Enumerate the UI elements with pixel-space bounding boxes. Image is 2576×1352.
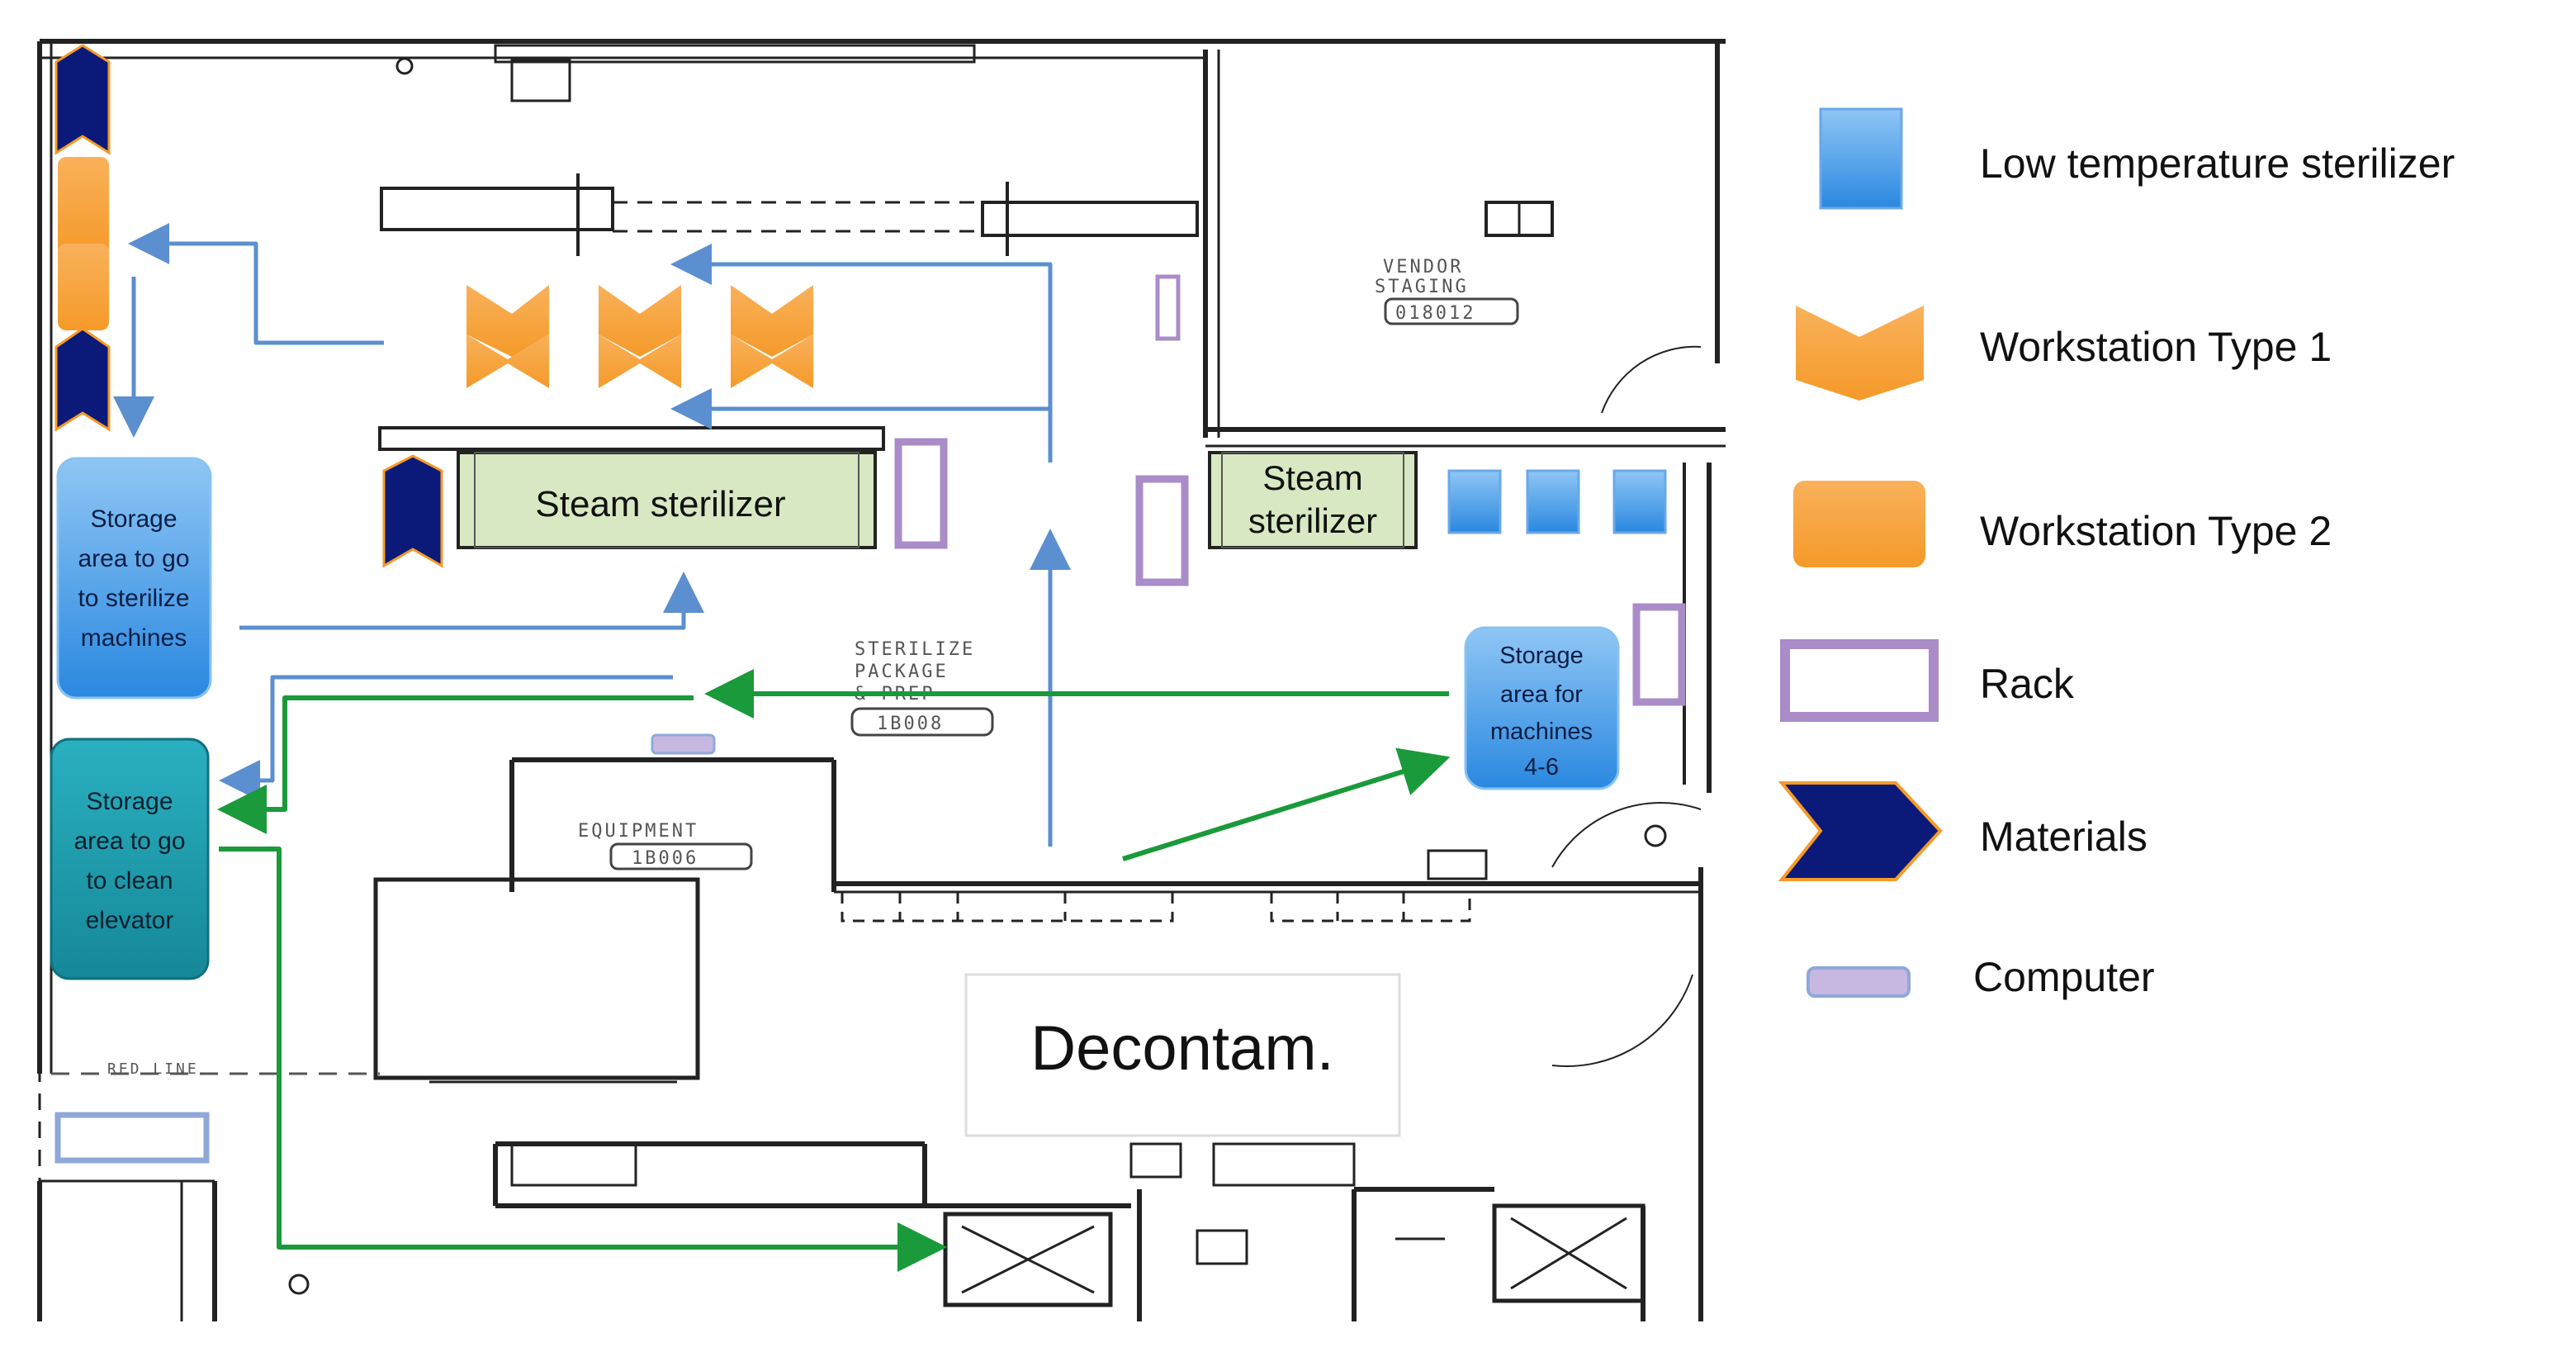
svg-text:area to go: area to go xyxy=(73,828,185,855)
svg-text:machines: machines xyxy=(81,624,187,652)
materials xyxy=(54,44,443,568)
legend-rack: Rack xyxy=(1780,639,2075,722)
legend-low-temp: Low temperature sterilizer xyxy=(1819,107,2455,210)
svg-text:Storage: Storage xyxy=(86,788,173,815)
red-line-label: RED LINE xyxy=(107,1060,199,1078)
svg-text:area to go: area to go xyxy=(78,545,189,572)
workstations-type-2 xyxy=(58,157,109,330)
svg-text:to clean: to clean xyxy=(86,867,173,894)
racks xyxy=(894,274,1686,706)
svg-text:Storage: Storage xyxy=(1499,643,1584,669)
storage-clean-box: Storage area to go to clean elevator xyxy=(50,738,210,980)
steam-sterilizer-2-label-2: sterilizer xyxy=(1248,501,1377,540)
steam-sterilizer-2-label-1: Steam xyxy=(1262,458,1362,497)
steam-sterilizer-1: Steam sterilizer xyxy=(457,451,877,549)
storage-sterilize-box: Storage area to go to sterilize machines xyxy=(56,457,212,700)
svg-text:Workstation Type 2: Workstation Type 2 xyxy=(1980,508,2332,554)
low-temp-sterilizers xyxy=(1447,469,1667,534)
decontam-area: Decontam. xyxy=(964,973,1401,1137)
computers xyxy=(54,733,716,1164)
building-walls xyxy=(37,39,1726,1321)
legend-computer: Computer xyxy=(1807,954,2155,1000)
sterilize-code: 1B008 xyxy=(877,714,944,734)
svg-text:Low temperature sterilizer: Low temperature sterilizer xyxy=(1980,140,2455,187)
vendor-staging-label: VENDOR xyxy=(1383,257,1463,278)
equipment-label: EQUIPMENT xyxy=(578,821,698,842)
vendor-staging-label-2: STAGING xyxy=(1375,277,1469,297)
legend: Low temperature sterilizer Workstation T… xyxy=(1778,107,2455,1000)
svg-text:area for: area for xyxy=(1500,681,1583,708)
sterilize-label: STERILIZE xyxy=(855,639,975,660)
storage-machines-box: Storage area for machines 4-6 xyxy=(1464,626,1620,790)
svg-text:Rack: Rack xyxy=(1980,661,2075,707)
svg-text:to sterilize: to sterilize xyxy=(78,585,189,612)
legend-workstation-1: Workstation Type 1 xyxy=(1796,306,2332,401)
svg-text:Storage: Storage xyxy=(90,505,177,533)
equipment-code: 1B006 xyxy=(632,848,698,869)
plan-labels: VENDOR STAGING 018012 STERILIZE PACKAGE … xyxy=(107,257,1519,1078)
svg-text:Materials: Materials xyxy=(1980,814,2147,860)
green-flow-arrows xyxy=(217,669,1451,1272)
svg-text:machines: machines xyxy=(1490,719,1593,745)
svg-text:Computer: Computer xyxy=(1973,954,2155,1000)
svg-text:4-6: 4-6 xyxy=(1524,754,1559,780)
decontam-label: Decontam. xyxy=(1030,1013,1334,1084)
workstations-type-1 xyxy=(466,285,813,388)
svg-text:elevator: elevator xyxy=(86,907,174,934)
steam-sterilizer-1-label: Steam sterilizer xyxy=(535,484,785,524)
legend-workstation-2: Workstation Type 2 xyxy=(1793,481,2332,567)
legend-materials: Materials xyxy=(1778,781,2147,881)
svg-text:Workstation Type 1: Workstation Type 1 xyxy=(1980,324,2332,370)
package-label: PACKAGE xyxy=(855,662,949,682)
steam-sterilizer-2: Steam sterilizer xyxy=(1208,451,1418,549)
vendor-staging-code: 018012 xyxy=(1395,303,1475,324)
